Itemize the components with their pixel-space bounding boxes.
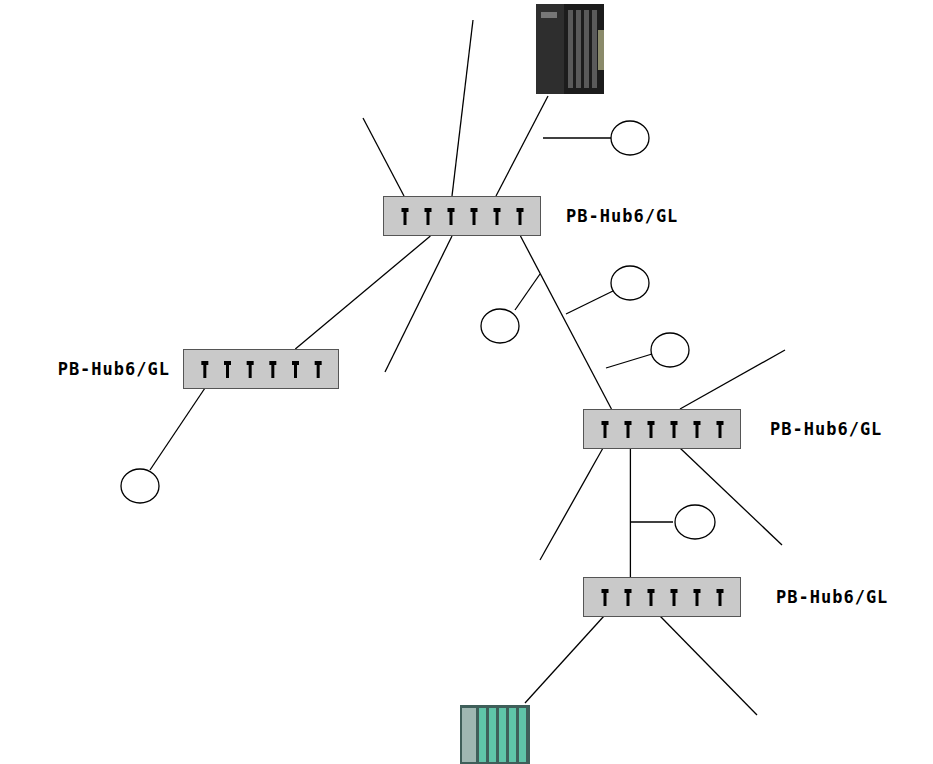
plc-master <box>536 4 604 94</box>
port-symbol <box>224 361 231 378</box>
port-symbol <box>625 421 632 438</box>
port-symbol <box>694 589 701 606</box>
port-symbol <box>671 421 678 438</box>
hub-label: PB-Hub6/GL <box>770 419 882 439</box>
port-symbol <box>648 421 655 438</box>
port-symbol <box>671 589 678 606</box>
hub-box: PB-Hub6/GL <box>583 577 741 617</box>
slave-devices <box>121 121 715 539</box>
plc-rack <box>460 705 530 764</box>
port-symbol <box>602 589 609 606</box>
device-circle <box>481 309 519 343</box>
plc-module <box>568 10 573 88</box>
plc-module <box>592 10 597 88</box>
plc-module <box>499 708 506 762</box>
bus-line <box>452 20 473 196</box>
bus-line <box>496 96 548 196</box>
hub-box: PB-Hub6/GL <box>383 196 541 236</box>
device-circle <box>121 469 159 503</box>
bus-line <box>150 388 205 470</box>
hub-box: PB-Hub6/GL <box>183 349 339 389</box>
plc-rack <box>536 4 604 94</box>
port-symbol <box>517 208 524 225</box>
bus-connector <box>630 449 631 577</box>
plc-module <box>489 708 496 762</box>
hub-label: PB-Hub6/GL <box>58 359 170 379</box>
bus-line <box>680 350 785 409</box>
port-symbol <box>315 361 322 378</box>
port-symbol <box>292 361 299 378</box>
plc-module <box>509 708 516 762</box>
port-symbol <box>648 589 655 606</box>
bus-line <box>660 616 757 715</box>
plc-module <box>584 10 589 88</box>
port-symbol <box>247 361 254 378</box>
port-symbol <box>425 208 432 225</box>
drop-line <box>606 354 652 368</box>
port-symbol <box>471 208 478 225</box>
port-symbol <box>694 421 701 438</box>
plc-module <box>519 708 526 762</box>
bus-line <box>385 236 452 372</box>
plc-cpu <box>536 4 564 94</box>
port-symbols <box>584 578 740 616</box>
port-symbols <box>184 350 338 388</box>
drop-line <box>515 274 540 310</box>
port-symbol <box>717 421 724 438</box>
hub-label: PB-Hub6/GL <box>776 587 888 607</box>
hub-label: PB-Hub6/GL <box>566 206 678 226</box>
port-symbols <box>384 197 540 235</box>
device-circle <box>611 266 649 300</box>
hub-box: PB-Hub6/GL <box>583 409 741 449</box>
port-symbol <box>448 208 455 225</box>
device-circle <box>675 505 715 539</box>
bus-line <box>525 616 604 703</box>
plc-connector <box>598 30 604 70</box>
bus-connector <box>295 236 430 349</box>
plc-cpu <box>462 708 476 762</box>
bus-line <box>540 448 603 560</box>
drop-line <box>566 290 615 314</box>
plc-display <box>541 12 557 18</box>
port-symbol <box>602 421 609 438</box>
port-symbol <box>494 208 501 225</box>
port-symbols <box>584 410 740 448</box>
port-symbol <box>625 589 632 606</box>
bus-lines <box>150 20 785 715</box>
device-circle <box>611 121 649 155</box>
plc-module <box>479 708 486 762</box>
plc-module <box>576 10 581 88</box>
drop-line <box>543 137 612 138</box>
device-circle <box>651 333 689 367</box>
plc-station <box>460 705 530 764</box>
drop-line <box>631 521 673 522</box>
port-symbol <box>717 589 724 606</box>
bus-line <box>363 118 404 196</box>
port-symbol <box>402 208 409 225</box>
port-symbol <box>269 361 276 378</box>
port-symbol <box>201 361 208 378</box>
bus-connector <box>520 236 611 409</box>
